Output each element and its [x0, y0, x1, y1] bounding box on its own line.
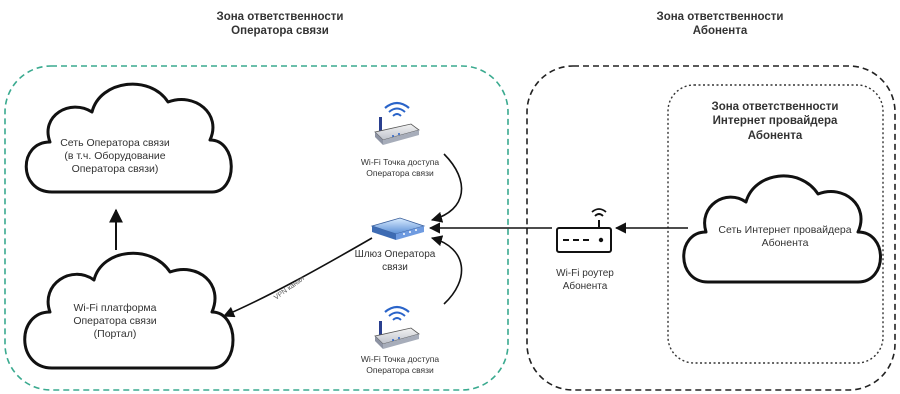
operator-zone-title: Зона ответственности Оператора связи [216, 11, 344, 38]
subscriber-zone-border [526, 65, 896, 391]
operator-network-cloud [24, 82, 233, 194]
arrow-top-ap-to-gateway [430, 153, 463, 223]
vpn-channel-label: VPN канал [273, 275, 306, 301]
subscriber-zone-title: Зона ответственности Абонента [656, 11, 784, 38]
top-access-point-label: Wi-Fi Точка доступа Оператора связи [360, 157, 440, 178]
operator-network-label: Сеть Оператора связи (в т.ч. Оборудовани… [60, 137, 170, 176]
arrow-bottom-ap-to-gateway [430, 235, 463, 305]
isp-network-label: Сеть Интернет провайдера Абонента [718, 224, 852, 250]
subscriber-router-label: Wi-Fi роутер Абонента [556, 268, 614, 292]
gateway-label: Шлюз Оператора связи [354, 249, 436, 273]
isp-zone-title: Зона ответственности Интернет провайдера… [711, 101, 839, 142]
bottom-access-point-label: Wi-Fi Точка доступа Оператора связи [360, 354, 440, 375]
wifi-platform-label: Wi-Fi платформа Оператора связи (Портал) [73, 302, 157, 341]
isp-network-cloud [682, 174, 882, 284]
wifi-router-icon [556, 208, 612, 253]
wifi-access-point-icon [374, 305, 420, 349]
wifi-platform-cloud [23, 251, 235, 370]
operator-zone-border [4, 65, 509, 391]
wifi-access-point-icon [374, 101, 420, 145]
isp-zone-border [667, 84, 884, 364]
arrow-vpn-channel [222, 237, 373, 318]
router-icon [370, 217, 426, 240]
